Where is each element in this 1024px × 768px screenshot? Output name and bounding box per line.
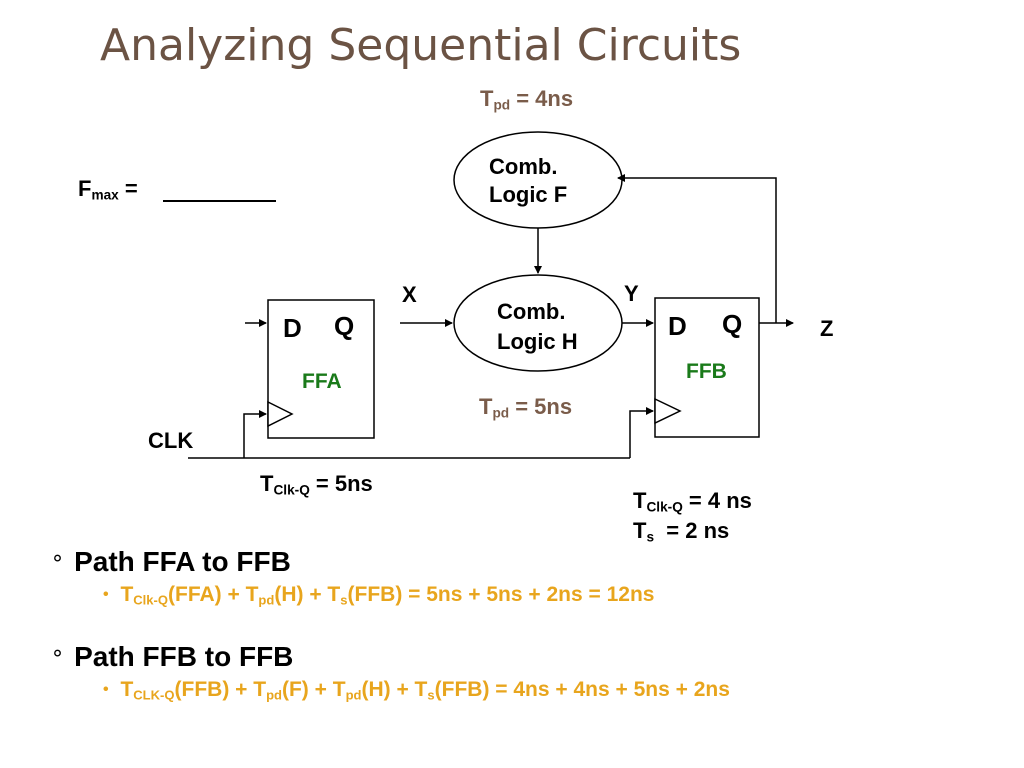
formula-segment: (F) + T [281,678,346,701]
fmax-symbol: F [78,176,92,201]
ffb-name: FFB [686,360,727,383]
bullet-formula: • TClk-Q(FFA) + Tpd(H) + Ts(FFB) = 5ns +… [103,583,654,607]
bullet-marker: ° [52,647,63,672]
tpd-h-symbol: T [479,394,493,419]
comb-logic-f-text: Comb. Logic F [489,153,567,209]
ffa-tclkq-symbol: T [260,471,274,496]
sub-bullet-marker: • [103,586,109,603]
feedback-wire [617,174,777,323]
formula-subscript: CLK-Q [133,687,175,703]
formula-subscript: pd [258,592,275,608]
tpd-h-subscript: pd [492,405,510,421]
comb-logic-h-text: Comb. Logic H [497,297,578,357]
comb-logic-h-line1: Comb. [497,299,566,324]
formula-subscript: Clk-Q [133,592,168,608]
ffa-tclkq-subscript: Clk-Q [273,482,310,498]
formula-subscript: s [340,592,348,608]
bullet-heading: Path FFB to FFB [74,641,294,672]
comb-logic-f-line2: Logic F [489,182,568,207]
ffa-clock-triangle [267,400,294,428]
bullet-formula: • TCLK-Q(FFB) + Tpd(F) + Tpd(H) + Ts(FFB… [103,678,730,702]
ffb-tclkq-subscript: Clk-Q [646,499,683,515]
formula-text: TCLK-Q(FFB) + Tpd(F) + Tpd(H) + Ts(FFB) … [120,678,730,703]
fmax-label: Fmax = [78,176,138,202]
bullet-marker: ° [52,552,63,577]
tpd-h-label: Tpd = 5ns [479,394,572,420]
ffb-tclkq-label: TClk-Q = 4 ns [633,488,752,514]
z-label: Z [820,316,834,341]
ffa-tclkq-label: TClk-Q = 5ns [260,471,373,497]
formula-subscript: pd [345,687,362,703]
formula-text: TClk-Q(FFA) + Tpd(H) + Ts(FFB) = 5ns + 5… [120,583,655,608]
ffb-d-label: D [668,311,687,341]
formula-segment: T [120,678,134,701]
ffb-tclkq-symbol: T [633,488,647,513]
tpd-h-value: = 5ns [509,394,573,419]
fmax-subscript: max [91,187,119,203]
formula-segment: (FFB) = 5ns + 5ns + 2ns = 12ns [347,583,655,606]
ffb-ts-value: = 2 ns [654,518,730,543]
clk-label: CLK [148,428,194,453]
fmax-equals: = [118,176,138,201]
tpd-f-subscript: pd [493,97,511,113]
bullet-item: ° Path FFB to FFB [52,641,293,673]
clk-to-ffa-wire [243,410,267,458]
ffb-ts-symbol: T [633,518,647,543]
ffb-q-label: Q [722,309,743,339]
ffa-q-label: Q [334,311,355,341]
slide-title: Analyzing Sequential Circuits [100,20,742,71]
comb-logic-h-line2: Logic H [497,329,578,354]
ffa-d-label: D [283,313,302,343]
formula-subscript: pd [266,687,282,703]
x-label: X [402,282,417,307]
ffa-name: FFA [302,370,342,393]
formula-segment: T [120,583,134,606]
ffb-tclkq-value: = 4 ns [682,488,752,513]
sub-bullet-marker: • [103,681,109,698]
tpd-f-symbol: T [480,86,494,111]
y-label: Y [624,281,639,306]
ffb-ts-label: Ts = 2 ns [633,518,729,544]
tpd-f-label: Tpd = 4ns [480,86,573,112]
tpd-f-value: = 4ns [510,86,574,111]
formula-segment: (FFB) + T [174,678,267,701]
ffb-clock-triangle [654,397,682,425]
clk-to-ffb-wire [629,407,654,458]
formula-segment: (FFB) = 4ns + 4ns + 5ns + 2ns [434,678,730,701]
formula-segment: (H) + T [274,583,341,606]
formula-segment: (FFA) + T [168,583,259,606]
bullet-item: ° Path FFA to FFB [52,546,291,578]
formula-segment: (H) + T [361,678,428,701]
bullet-heading: Path FFA to FFB [74,546,291,577]
ffb-ts-subscript: s [646,529,655,545]
ffa-tclkq-value: = 5ns [309,471,373,496]
comb-logic-f-line1: Comb. [489,154,558,179]
formula-subscript: s [427,687,435,703]
